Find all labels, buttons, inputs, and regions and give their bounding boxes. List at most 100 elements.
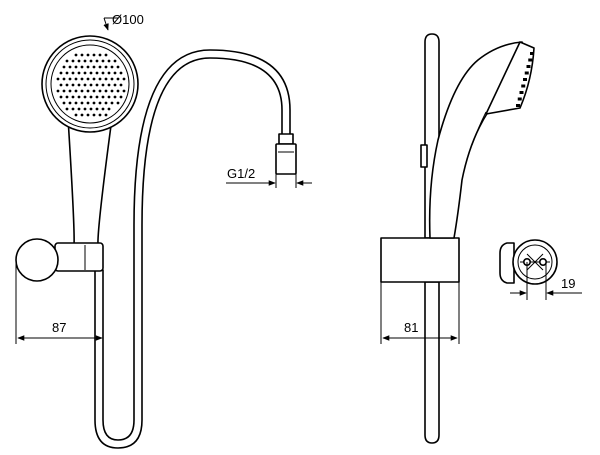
nozzle-dot bbox=[83, 107, 87, 111]
nozzle-dot bbox=[107, 59, 111, 63]
nozzle-dot bbox=[83, 83, 87, 87]
shower-head-front bbox=[41, 35, 139, 133]
nozzle-dot bbox=[77, 95, 81, 99]
nozzle-dot bbox=[56, 77, 60, 81]
nozzle-dot bbox=[98, 53, 102, 57]
nozzle-dot bbox=[95, 71, 99, 75]
nozzle-dot bbox=[77, 107, 81, 111]
dimension-label-connector-thread: G1/2 bbox=[227, 166, 255, 181]
nozzle-dot bbox=[107, 71, 111, 75]
nozzle-dot bbox=[80, 113, 84, 117]
nozzle-dot bbox=[89, 59, 93, 63]
nozzle-dot bbox=[86, 65, 90, 69]
nozzle-dot bbox=[101, 83, 105, 87]
nozzle-dot bbox=[110, 77, 114, 81]
nozzle-dot bbox=[86, 77, 90, 81]
nozzle-dot bbox=[77, 71, 81, 75]
nozzle-dot bbox=[68, 77, 72, 81]
nozzle-dot bbox=[59, 83, 63, 87]
nozzle-dot bbox=[95, 59, 99, 63]
nozzle-dot bbox=[71, 107, 75, 111]
nozzle-dot bbox=[74, 65, 78, 69]
dimension-holder-width-side: 81 bbox=[380, 282, 460, 344]
nozzle-dot bbox=[77, 59, 81, 63]
nozzle-dot bbox=[68, 65, 72, 69]
nozzle-dot bbox=[89, 107, 93, 111]
nozzle-dot bbox=[104, 101, 108, 105]
nozzle-dot bbox=[80, 65, 84, 69]
nozzle-dot bbox=[80, 77, 84, 81]
nozzle-tick bbox=[521, 84, 526, 88]
nozzle-dot bbox=[92, 53, 96, 57]
nozzle-dot bbox=[74, 113, 78, 117]
nozzle-dot bbox=[98, 65, 102, 69]
dimension-head-diameter: Ø100 bbox=[103, 12, 144, 31]
nozzle-dot bbox=[89, 95, 93, 99]
nozzle-dot bbox=[122, 89, 126, 93]
nozzle-dot bbox=[65, 95, 69, 99]
nozzle-dot bbox=[92, 77, 96, 81]
nozzle-dot bbox=[89, 71, 93, 75]
nozzle-dot bbox=[71, 95, 75, 99]
nozzle-dot bbox=[92, 89, 96, 93]
nozzle-dot bbox=[119, 71, 123, 75]
nozzle-dot bbox=[101, 95, 105, 99]
nozzle-dot bbox=[74, 77, 78, 81]
dimension-label-holder-width-front: 87 bbox=[52, 320, 66, 335]
wall-holder-side bbox=[380, 237, 460, 283]
nozzle-dot bbox=[92, 101, 96, 105]
nozzle-dot bbox=[62, 77, 66, 81]
nozzle-dot bbox=[98, 113, 102, 117]
slide-rail bbox=[424, 33, 440, 444]
nozzle-dot bbox=[95, 95, 99, 99]
nozzle-dot bbox=[104, 65, 108, 69]
nozzle-tick bbox=[516, 104, 520, 107]
wall-holder-front bbox=[15, 238, 104, 282]
nozzle-dot bbox=[80, 89, 84, 93]
nozzle-row-side bbox=[516, 52, 534, 107]
nozzle-dot bbox=[80, 53, 84, 57]
nozzle-dot bbox=[86, 113, 90, 117]
nozzle-dot bbox=[95, 83, 99, 87]
nozzle-dot bbox=[71, 71, 75, 75]
hose-connector bbox=[275, 133, 297, 175]
nozzle-dot bbox=[101, 107, 105, 111]
dimension-bracket-depth: 19 bbox=[510, 262, 582, 300]
nozzle-dot bbox=[92, 113, 96, 117]
dimension-label-head-diameter: Ø100 bbox=[112, 12, 144, 27]
nozzle-dot bbox=[62, 101, 66, 105]
nozzle-tick bbox=[519, 91, 524, 94]
nozzle-dot bbox=[101, 71, 105, 75]
nozzle-dot bbox=[116, 77, 120, 81]
nozzle-dot bbox=[113, 83, 117, 87]
nozzle-dot bbox=[92, 65, 96, 69]
nozzle-dot bbox=[119, 83, 123, 87]
nozzle-dot bbox=[62, 89, 66, 93]
nozzle-dot bbox=[104, 89, 108, 93]
nozzle-dot bbox=[95, 107, 99, 111]
dimension-label-holder-width-side: 81 bbox=[404, 320, 418, 335]
dimension-label-bracket-depth: 19 bbox=[561, 276, 575, 291]
shower-handle bbox=[67, 117, 113, 246]
nozzle-tick bbox=[528, 58, 533, 62]
nozzle-dot bbox=[71, 59, 75, 63]
nozzle-dot bbox=[98, 77, 102, 81]
nozzle-dot bbox=[116, 89, 120, 93]
nozzle-dot bbox=[65, 107, 69, 111]
nozzle-dot bbox=[113, 59, 117, 63]
nozzle-dot bbox=[86, 53, 90, 57]
nozzle-dot bbox=[56, 89, 60, 93]
nozzle-pattern bbox=[56, 53, 126, 117]
nozzle-dot bbox=[110, 89, 114, 93]
dimension-connector-thread: G1/2 bbox=[226, 166, 312, 188]
nozzle-tick bbox=[526, 65, 531, 68]
nozzle-dot bbox=[110, 65, 114, 69]
nozzle-tick bbox=[523, 78, 527, 81]
nozzle-dot bbox=[65, 71, 69, 75]
nozzle-dot bbox=[116, 101, 120, 105]
nozzle-tick bbox=[524, 71, 529, 75]
nozzle-dot bbox=[107, 107, 111, 111]
nozzle-dot bbox=[86, 89, 90, 93]
nozzle-dot bbox=[89, 83, 93, 87]
nozzle-dot bbox=[71, 83, 75, 87]
